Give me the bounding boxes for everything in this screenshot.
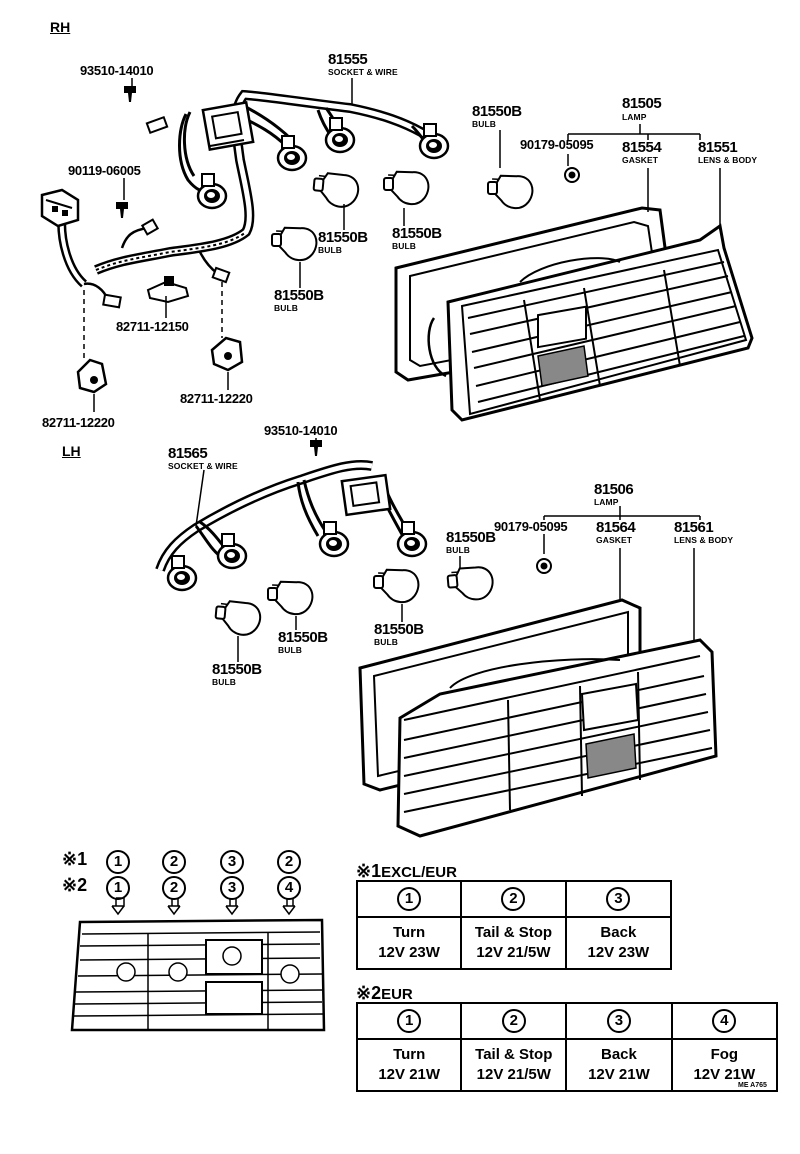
- part-82711-12220-a: 82711-12220: [42, 415, 115, 430]
- clamp-82711-12220-a: [76, 358, 108, 394]
- part-81550b-rh-c: 81550B: [392, 225, 442, 242]
- part-81550b-lh-b: 81550B: [278, 629, 328, 646]
- part-81550b-lh-d: 81550B: [212, 661, 262, 678]
- table-2-rating-2: 12V 21/5W: [476, 1066, 551, 1083]
- table-1-name-3: Back: [600, 924, 637, 941]
- legend-row-1-pos-4: 2: [277, 850, 301, 874]
- lh-lens-and-body: [396, 638, 718, 838]
- legend-row-2-pos-1: 1: [106, 876, 130, 900]
- section-label-rh: RH: [50, 19, 71, 35]
- part-81565: 81565: [168, 445, 208, 462]
- section-label-lh: LH: [62, 443, 81, 459]
- rh-small-plugs: [102, 115, 231, 309]
- legend-mark-2: ※2: [62, 875, 88, 895]
- table-2-name-3: Back: [600, 1046, 637, 1063]
- bulb-desc-rh-b: BULB: [318, 245, 343, 255]
- table-1-name-1: Turn: [392, 924, 426, 941]
- legend-row-2-pos-3: 3: [220, 876, 244, 900]
- clamp-82711-12220-b: [210, 336, 244, 372]
- bulb-desc-lh-d: BULB: [212, 677, 237, 687]
- part-81554-desc: GASKET: [622, 155, 659, 165]
- bulb-desc-lh-a: BULB: [446, 545, 471, 555]
- part-81561-desc: LENS & BODY: [674, 535, 734, 545]
- table-2-name-4: Fog: [710, 1046, 739, 1063]
- table-1-num-2: 2: [501, 887, 526, 911]
- part-81565-desc: SOCKET & WIRE: [168, 461, 238, 471]
- part-81554: 81554: [622, 139, 662, 156]
- bulb-desc-lh-b: BULB: [278, 645, 303, 655]
- part-81505: 81505: [622, 95, 662, 112]
- bulb-desc-rh-a: BULB: [472, 119, 497, 129]
- table-1-title: EXCL/EUR: [381, 864, 457, 881]
- part-93510-14010-lh: 93510-14010: [264, 423, 338, 438]
- rh-harness-block: [201, 101, 255, 151]
- part-81550b-lh-c: 81550B: [374, 621, 424, 638]
- drawing-code: ME A765: [738, 1082, 767, 1089]
- table-1-num-1: 1: [397, 887, 422, 911]
- table-2-name-2: Tail & Stop: [475, 1046, 553, 1063]
- part-90179-05095-rh: 90179-05095: [520, 137, 594, 152]
- lh-leader-lines: [195, 438, 701, 662]
- legend-mark-1: ※1: [62, 849, 88, 869]
- part-81561: 81561: [674, 519, 714, 536]
- part-82711-12150: 82711-12150: [116, 319, 189, 334]
- legend-row-2-pos-4: 4: [277, 876, 301, 900]
- part-81564-desc: GASKET: [596, 535, 633, 545]
- part-81506-desc: LAMP: [594, 497, 619, 507]
- table-2-rating-3: 12V 21W: [588, 1066, 650, 1083]
- rh-lens-and-body: [427, 223, 754, 422]
- table-2-num-2: 2: [501, 1009, 526, 1033]
- bulb-desc-rh-d: BULB: [274, 303, 299, 313]
- legend-row-1-pos-3: 3: [220, 850, 244, 874]
- part-81550b-rh-b: 81550B: [318, 229, 368, 246]
- part-82711-12220-b: 82711-12220: [180, 391, 253, 406]
- lh-harness-block: [340, 473, 392, 517]
- table-1-rating-1: 12V 23W: [378, 944, 440, 961]
- table-2-num-4: 4: [712, 1009, 737, 1033]
- table-1-rating-3: 12V 23W: [587, 944, 650, 961]
- part-81551: 81551: [698, 139, 738, 156]
- legend-row-1-pos-1: 1: [106, 850, 130, 874]
- part-90179-05095-lh: 90179-05095: [494, 519, 568, 534]
- part-81550b-rh-a: 81550B: [472, 103, 522, 120]
- table-2-rating-1: 12V 21W: [378, 1066, 441, 1083]
- rh-left-connector: [40, 188, 80, 228]
- table-1-mark: ※1: [356, 861, 382, 881]
- bulb-desc-rh-c: BULB: [392, 241, 417, 251]
- clip-82711-12150: [146, 276, 190, 304]
- legend-row-1-pos-2: 2: [162, 850, 186, 874]
- table-2-heading: ※2EUR: [356, 984, 413, 1002]
- part-81506: 81506: [594, 481, 634, 498]
- table-1-name-2: Tail & Stop: [474, 924, 553, 941]
- bulb-position-lamp-face: [70, 897, 326, 1032]
- lh-socket-and-wire: [155, 460, 412, 572]
- table-1-num-3: 3: [606, 887, 631, 911]
- table-1-heading: ※1EXCL/EUR: [356, 862, 457, 880]
- table-2-num-3: 3: [606, 1009, 631, 1033]
- table-1-excl-eur: 1 2 3 Turn 12V 23W Tail & Stop 12V 21/5W B…: [355, 880, 673, 970]
- part-81550b-rh-d: 81550B: [274, 287, 324, 304]
- table-2-num-1: 1: [397, 1009, 422, 1033]
- part-81505-desc: LAMP: [622, 112, 647, 122]
- part-93510-14010: 93510-14010: [80, 63, 154, 78]
- table-1-rating-2: 12V 21/5W: [476, 944, 551, 961]
- table-2-rating-4: 12V 21W: [693, 1066, 756, 1083]
- part-90119-06005: 90119-06005: [68, 163, 141, 178]
- part-81550b-lh-a: 81550B: [446, 529, 496, 546]
- legend-row-2-pos-2: 2: [162, 876, 186, 900]
- table-2-title: EUR: [381, 986, 413, 1003]
- table-2-name-1: Turn: [393, 1046, 426, 1063]
- rh-leader-lines: [83, 78, 721, 412]
- part-81564: 81564: [596, 519, 636, 536]
- table-2-mark: ※2: [356, 983, 382, 1003]
- part-81555: 81555: [328, 51, 368, 68]
- table-2-eur: 1 2 3 4 Turn 12V 21W Tail & Stop 12V 21/5W…: [355, 1002, 779, 1092]
- part-81555-desc: SOCKET & WIRE: [328, 67, 398, 77]
- part-81551-desc: LENS & BODY: [698, 155, 758, 165]
- bulb-desc-lh-c: BULB: [374, 637, 399, 647]
